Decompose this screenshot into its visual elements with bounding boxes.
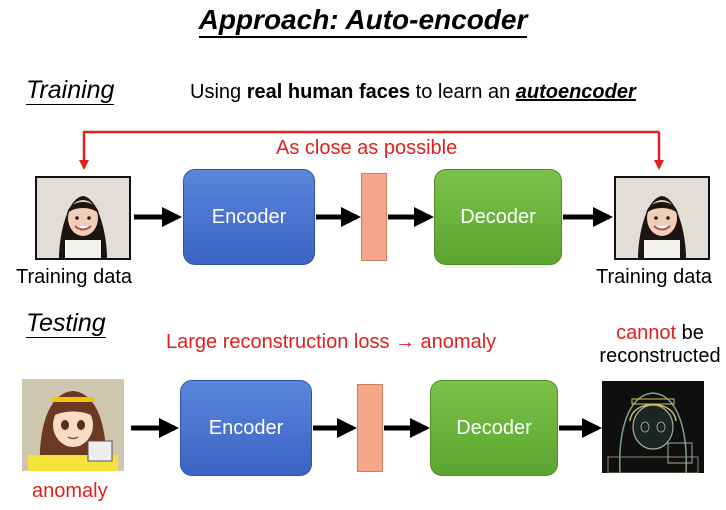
training-decoder-block: Decoder xyxy=(434,169,562,265)
testing-anime-input-image xyxy=(22,379,124,471)
training-description: Using real human faces to learn an autoe… xyxy=(190,81,636,103)
training-encoder-block: Encoder xyxy=(183,169,315,265)
page-title: Approach: Auto-encoder xyxy=(0,4,726,38)
training-output-face-image xyxy=(614,176,710,260)
testing-decoder-block: Decoder xyxy=(430,380,558,476)
testing-input-label: anomaly xyxy=(32,480,108,502)
feedback-label: As close as possible xyxy=(276,137,458,159)
training-latent-code xyxy=(361,173,387,261)
training-input-face-image xyxy=(35,176,131,260)
face-photo-icon xyxy=(616,178,708,258)
noisy-reconstruction-icon xyxy=(602,381,704,473)
testing-latent-code xyxy=(357,384,383,472)
testing-failed-reconstruction-image xyxy=(602,381,704,473)
feedback-loop-arrow xyxy=(79,130,659,170)
testing-output-caption: cannot be reconstructed xyxy=(599,322,721,367)
anime-character-icon xyxy=(22,379,124,471)
face-photo-icon xyxy=(37,178,129,258)
training-input-label: Training data xyxy=(16,266,132,288)
testing-heading: Testing xyxy=(26,309,106,338)
training-heading: Training xyxy=(26,76,115,105)
training-output-label: Training data xyxy=(596,266,712,288)
testing-description: Large reconstruction loss → anomaly xyxy=(166,331,497,353)
testing-encoder-block: Encoder xyxy=(180,380,312,476)
